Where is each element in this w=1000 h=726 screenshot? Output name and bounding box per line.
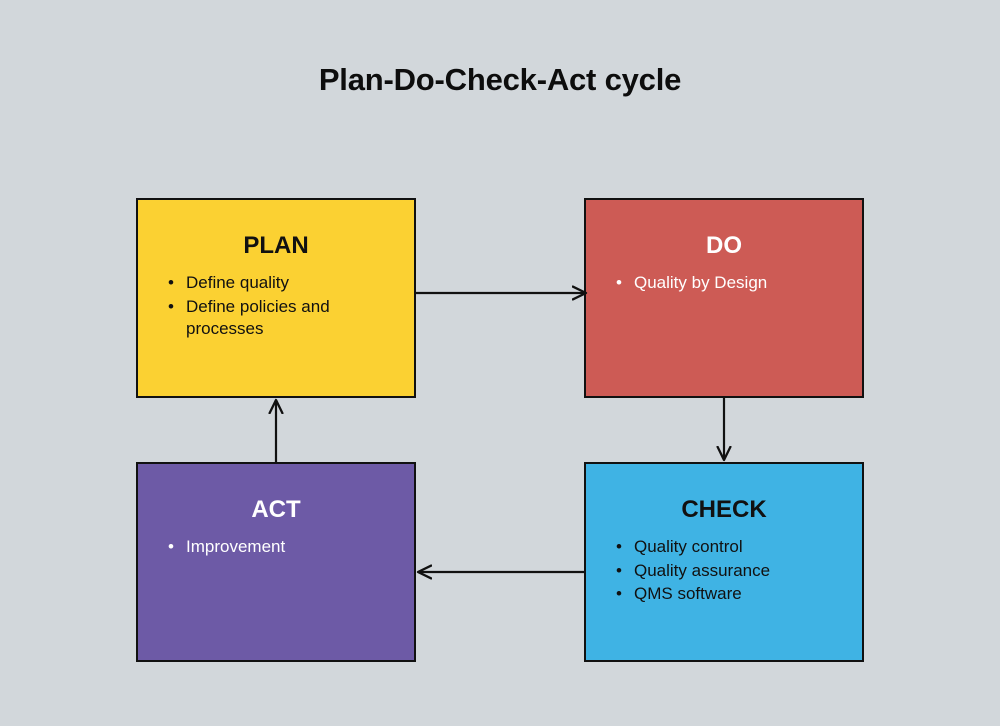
bullet-icon: •	[616, 537, 622, 557]
bullet-icon: •	[168, 537, 174, 557]
bullet-icon: •	[616, 560, 622, 580]
list-item: • Define quality	[138, 272, 414, 294]
list-item-label: Define policies and processes	[186, 296, 330, 339]
list-item-label: Quality assurance	[634, 560, 771, 580]
list-item: • Improvement	[138, 536, 414, 558]
list-item: • QMS software	[586, 583, 862, 605]
node-do-title: DO	[706, 232, 742, 259]
node-act-list: • Improvement	[138, 536, 414, 558]
bullet-icon: •	[616, 584, 622, 604]
node-check[interactable]: CHECK • Quality control • Quality assuranc…	[584, 462, 864, 662]
node-act-title: ACT	[251, 496, 301, 523]
list-item: • Quality assurance	[586, 560, 862, 582]
list-item-label: Improvement	[186, 537, 286, 557]
list-item-label: Quality control	[634, 537, 743, 557]
list-item-label: Define quality	[186, 273, 290, 293]
node-do-list: • Quality by Design	[586, 272, 862, 294]
list-item-label: Quality by Design	[634, 273, 768, 293]
bullet-icon: •	[616, 273, 622, 293]
list-item: • Quality control	[586, 536, 862, 558]
node-plan-list: • Define quality • Define policies and pro…	[138, 272, 414, 340]
list-item: • Quality by Design	[586, 272, 862, 294]
node-act[interactable]: ACT • Improvement	[136, 462, 416, 662]
node-do[interactable]: DO • Quality by Design	[584, 198, 864, 398]
bullet-icon: •	[168, 296, 174, 316]
page-title: Plan-Do-Check-Act cycle	[318, 62, 682, 97]
node-plan-title: PLAN	[243, 232, 309, 259]
bullet-icon: •	[168, 273, 174, 293]
node-plan[interactable]: PLAN • Define quality • Define policies an…	[136, 198, 416, 398]
list-item: • Define policies and processes	[138, 296, 414, 341]
node-check-title: CHECK	[681, 496, 767, 523]
list-item-label: QMS software	[634, 584, 742, 604]
node-check-list: • Quality control • Quality assurance • QMS…	[586, 536, 862, 605]
